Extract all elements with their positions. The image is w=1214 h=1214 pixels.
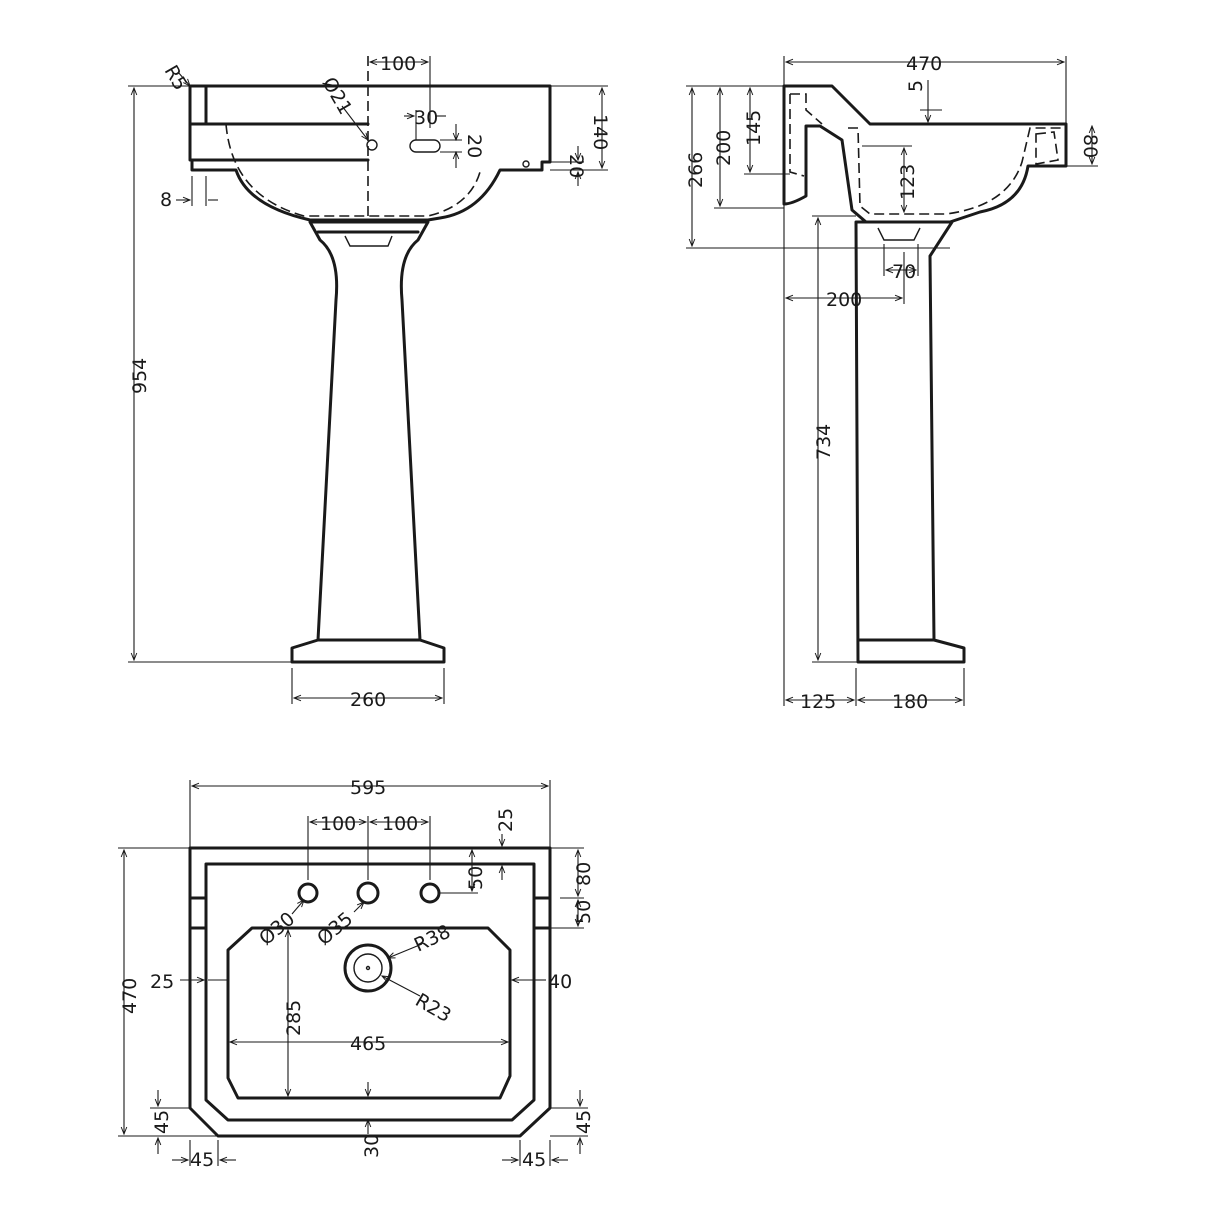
dim-label-side-h123: 123 bbox=[897, 164, 919, 200]
dim-label-plan-w100a: 100 bbox=[320, 813, 356, 835]
dim-label-plan-d35: Ø35 bbox=[313, 908, 357, 950]
dim-label-plan-h45right: 45 bbox=[573, 1110, 595, 1134]
dim-label-side-w200: 200 bbox=[826, 289, 862, 311]
plan-tap-hole-left bbox=[297, 882, 319, 904]
dim-label-plan-w595: 595 bbox=[350, 777, 386, 799]
front-overflow-hole bbox=[366, 139, 378, 151]
dim-label-plan-w40: 40 bbox=[548, 971, 572, 993]
dim-label-plan-w100b: 100 bbox=[382, 813, 418, 835]
dim-label-front-h20a: 20 bbox=[463, 134, 485, 158]
dim-label-plan-w465: 465 bbox=[350, 1033, 386, 1055]
dim-label-plan-h25top: 25 bbox=[495, 808, 517, 832]
front-tap-hole bbox=[409, 139, 441, 153]
plan-waste-outer bbox=[343, 943, 393, 993]
dim-label-side-h5: 5 bbox=[905, 80, 927, 92]
dim-label-plan-w45left: 45 bbox=[190, 1149, 214, 1171]
dim-label-front-w260: 260 bbox=[350, 689, 386, 711]
dim-label-side-w470: 470 bbox=[906, 53, 942, 75]
dim-label-side-w180: 180 bbox=[892, 691, 928, 713]
dim-label-front-w100: 100 bbox=[380, 53, 416, 75]
dim-label-side-h145: 145 bbox=[743, 110, 765, 146]
dim-label-front-w8: 8 bbox=[160, 189, 172, 211]
dim-label-side-w125: 125 bbox=[800, 691, 836, 713]
front-basin-outline bbox=[188, 84, 552, 222]
dim-label-plan-h285: 285 bbox=[283, 1000, 305, 1036]
plan-bowl-outline bbox=[226, 926, 512, 1100]
side-overflow-channel bbox=[789, 93, 823, 177]
dim-label-front-d21: Ø21 bbox=[318, 74, 357, 119]
side-waste-outlet bbox=[877, 227, 921, 241]
plan-tap-hole-right bbox=[419, 882, 441, 904]
dim-label-front-h954: 954 bbox=[129, 358, 151, 394]
dim-label-front-r5: R5 bbox=[160, 62, 192, 95]
dim-label-front-h140: 140 bbox=[589, 114, 611, 150]
side-pedestal-outline bbox=[854, 220, 966, 664]
dim-label-plan-h470: 470 bbox=[119, 978, 141, 1014]
side-elevation-view bbox=[686, 56, 1098, 706]
front-waste-outlet bbox=[344, 235, 393, 247]
dim-label-side-h80: 80 bbox=[1079, 134, 1101, 158]
dim-label-plan-w25: 25 bbox=[150, 971, 174, 993]
dim-label-side-h200: 200 bbox=[713, 130, 735, 166]
dim-label-plan-h80: 80 bbox=[573, 862, 595, 886]
dim-label-plan-r38: R38 bbox=[411, 921, 454, 957]
dim-label-side-w70: 70 bbox=[892, 261, 916, 283]
side-rim-detail bbox=[1035, 131, 1059, 165]
dim-label-side-h266: 266 bbox=[685, 152, 707, 188]
dim-label-front-h20b: 20 bbox=[565, 154, 587, 178]
front-pedestal-outline bbox=[290, 220, 446, 664]
dim-label-side-h734: 734 bbox=[813, 424, 835, 460]
front-bowl-hidden-line bbox=[225, 123, 481, 217]
plan-tap-hole-centre bbox=[356, 881, 380, 905]
side-basin-outline bbox=[782, 84, 1068, 224]
front-fixing-hole bbox=[522, 160, 530, 168]
dim-label-plan-h50b: 50 bbox=[573, 900, 595, 924]
plan-waste-inner bbox=[353, 953, 383, 983]
dim-label-plan-w45right: 45 bbox=[522, 1149, 546, 1171]
side-bowl-interior bbox=[848, 127, 1062, 215]
dim-label-plan-h45left: 45 bbox=[151, 1110, 173, 1134]
dim-label-front-w30: 30 bbox=[414, 107, 438, 129]
plan-rim-inner bbox=[204, 862, 536, 1122]
dim-label-plan-h50a: 50 bbox=[465, 866, 487, 890]
plan-view bbox=[118, 780, 588, 1166]
front-elevation-view bbox=[128, 56, 608, 704]
dim-label-plan-h30: 30 bbox=[361, 1134, 383, 1158]
